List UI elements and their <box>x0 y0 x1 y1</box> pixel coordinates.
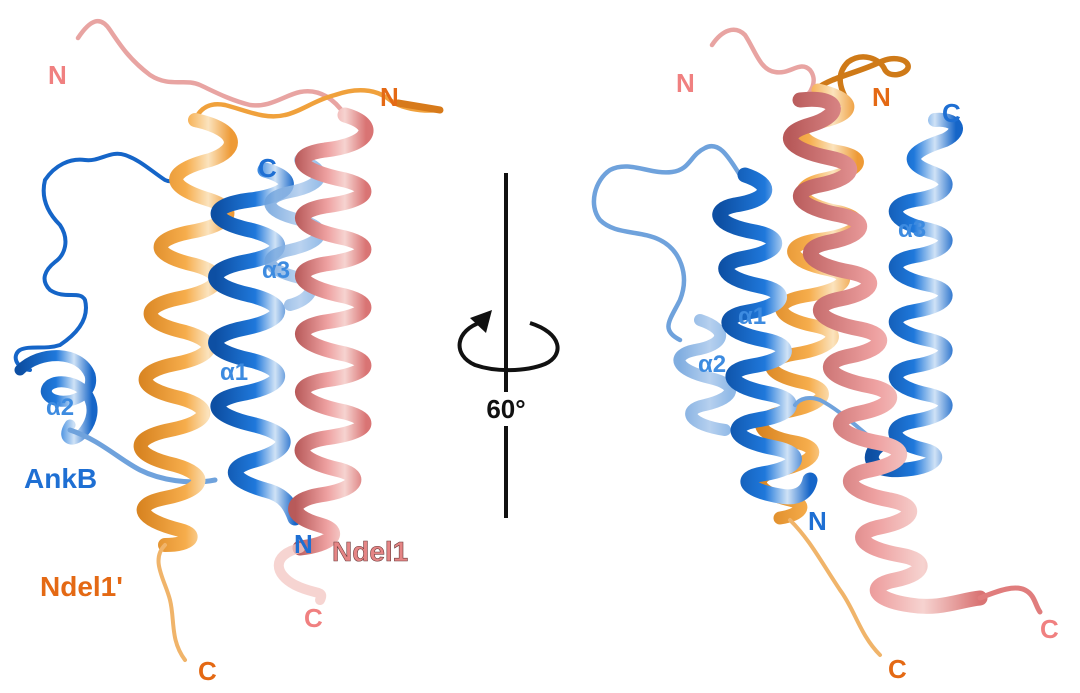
right-ndel1-n-loop <box>709 27 816 103</box>
right-label-c-ndel1-prime: C <box>888 654 907 684</box>
right-alpha1-helix <box>712 167 818 505</box>
angle-label-bg <box>470 392 542 426</box>
left-label-c-ndel1: C <box>304 603 323 633</box>
left-ndel1-prime-n-tip <box>394 99 444 114</box>
left-ndel1-prime-helix <box>133 113 238 662</box>
left-label-n-ankb: N <box>294 529 313 559</box>
right-view: N N C α3 α1 α2 N C C <box>591 27 1059 684</box>
right-label-alpha2: α2 <box>698 351 726 378</box>
left-ndel1-helix <box>273 107 374 605</box>
right-ndel1-helix <box>783 91 1043 615</box>
left-label-c-ankb: C <box>258 153 277 183</box>
right-label-c-ndel1: C <box>1040 614 1059 644</box>
right-label-n-ndel1-prime: N <box>872 82 891 112</box>
rotation-arrow-icon <box>457 310 560 373</box>
rotation-angle-label: 60° <box>486 394 525 424</box>
right-label-n-ankb: N <box>808 506 827 536</box>
right-ndel1-prime-n-loop <box>815 54 911 108</box>
left-label-alpha2: α2 <box>46 394 74 421</box>
right-label-alpha1: α1 <box>738 303 766 330</box>
left-alpha1-helix <box>208 162 303 526</box>
right-label-alpha3: α3 <box>898 216 926 243</box>
rotation-indicator: 60° <box>457 173 560 518</box>
right-label-c-ankb: C <box>942 98 961 128</box>
right-label-n-ndel1: N <box>676 68 695 98</box>
right-alpha2-helix <box>673 314 737 436</box>
left-label-ndel1-prime: Ndel1' <box>40 571 123 602</box>
left-ndel1-prime-n-loop <box>192 88 443 123</box>
left-ankb-loop <box>13 151 202 372</box>
left-label-alpha1: α1 <box>220 359 248 386</box>
right-ndel1-prime-helix <box>753 83 882 657</box>
left-label-ndel1: Ndel1 <box>332 536 408 567</box>
left-label-alpha3: α3 <box>262 257 290 284</box>
left-label-n-ndel1-prime: N <box>380 82 399 112</box>
left-label-c-ndel1-prime: C <box>198 656 217 686</box>
left-label-n-ndel1: N <box>48 60 67 90</box>
left-ndel1-n-loop <box>75 18 348 118</box>
left-label-ankb: AnkB <box>24 463 97 494</box>
left-view: N N C α3 α1 α2 AnkB N Ndel1 Ndel1' C C <box>13 18 444 686</box>
right-ankb-loop <box>591 144 743 343</box>
